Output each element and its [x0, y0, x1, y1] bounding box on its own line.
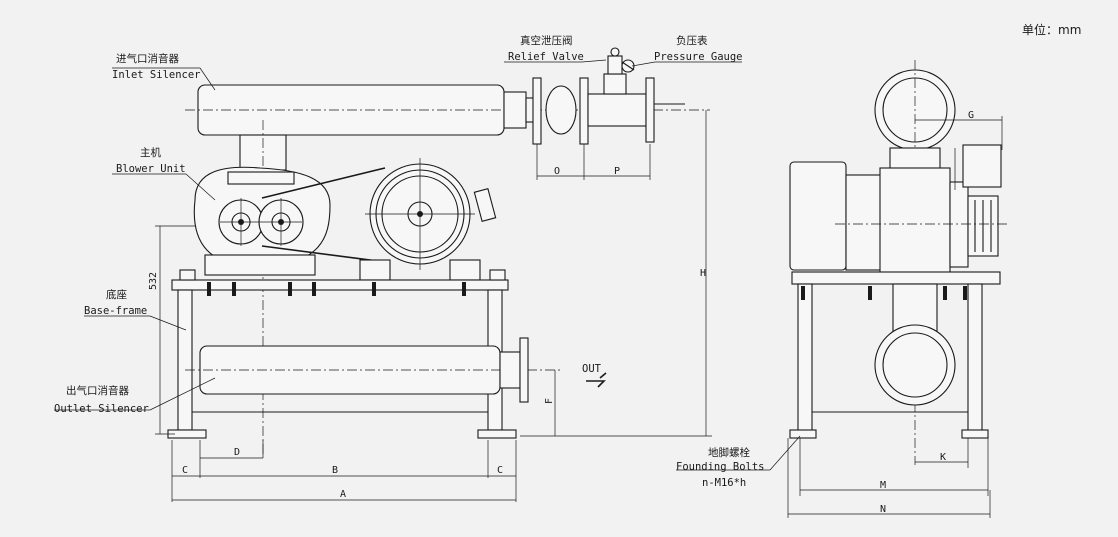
front-view — [54, 47, 742, 502]
gauge-en: Pressure Gauge — [654, 51, 743, 63]
inlet-silencer-cn: 进气口消音器 — [116, 52, 179, 65]
outlet-silencer-cn: 出气口消音器 — [66, 384, 129, 397]
dim-g-label: G — [968, 110, 974, 121]
side-view — [676, 60, 1010, 518]
dim-h-label: H — [700, 268, 706, 279]
dim-k-label: K — [940, 452, 946, 463]
out-arrow — [586, 372, 607, 388]
dim-op — [536, 144, 651, 180]
base-cn: 底座 — [106, 288, 127, 301]
dim-532 — [155, 225, 195, 435]
dim-f-label: F — [544, 398, 555, 404]
outlet-silencer-en: Outlet Silencer — [54, 403, 149, 415]
dim-p-label: P — [614, 166, 620, 177]
base-en: Base-frame — [84, 305, 147, 317]
dim-m-label: M — [880, 480, 886, 491]
outlet-silencer — [185, 337, 560, 403]
dim-n-label: N — [880, 504, 886, 515]
gauge-cn: 负压表 — [676, 34, 708, 47]
dim-532-label: 532 — [148, 272, 159, 290]
bolts-cn: 地脚螺栓 — [708, 446, 750, 459]
motor-pulley — [261, 158, 497, 281]
dim-a-label: A — [340, 489, 346, 500]
out-label: OUT — [582, 363, 602, 375]
unit-label: 单位：mm — [1022, 22, 1081, 37]
blower-en: Blower Unit — [116, 163, 186, 175]
inlet-silencer — [185, 47, 710, 145]
blower-cn: 主机 — [140, 146, 161, 159]
leaders-front — [54, 59, 742, 411]
dim-c-left-label: C — [182, 465, 188, 476]
relief-cn: 真空泄压阀 — [520, 34, 573, 47]
base-frame — [167, 269, 517, 439]
blower-unit — [193, 166, 331, 276]
relief-en: Relief Valve — [508, 51, 584, 63]
bottom-dims — [171, 440, 517, 502]
bolts-en: Founding Bolts — [676, 461, 765, 473]
dim-b-label: B — [332, 465, 338, 476]
dim-d-label: D — [234, 447, 240, 458]
dim-h — [520, 110, 712, 437]
inlet-silencer-en: Inlet Silencer — [112, 69, 201, 81]
dim-o-label: O — [554, 166, 560, 177]
dim-c-right-label: C — [497, 465, 503, 476]
bolts-spec: n-M16*h — [702, 477, 746, 489]
